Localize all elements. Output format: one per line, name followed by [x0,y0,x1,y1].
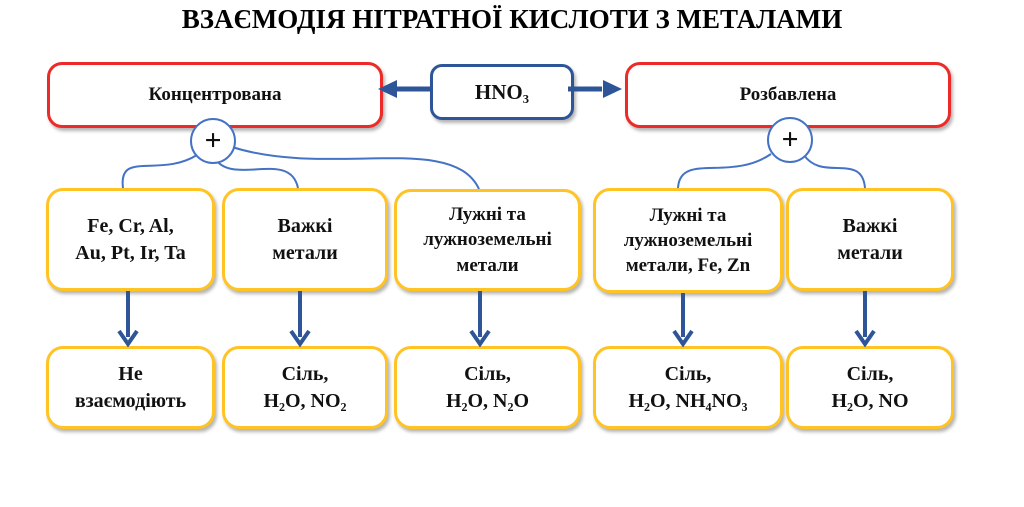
reaction-products-box: Сіль, H₂O, NO [786,346,954,429]
arrow-to-diluted [568,80,622,98]
down-arrow-0 [117,291,139,348]
plus-circle-diluted: + [767,117,813,163]
down-arrow-1 [289,291,311,348]
reaction-products-box: Сіль, H₂O, N₂O [394,346,581,429]
connector-concentrated-3 [231,146,480,190]
connector-concentrated-2 [215,159,299,189]
down-arrow-4 [854,291,876,348]
hno3-formula-box: HNO₃ [430,64,574,120]
connector-diluted-1 [677,153,772,189]
metal-group-box: Fe, Cr, Al, Au, Pt, Ir, Ta [46,188,215,291]
connector-concentrated-1 [121,154,198,189]
reaction-products-box: Сіль, H₂O, NH₄NO₃ [593,346,783,429]
plus-circle-concentrated: + [190,118,236,164]
metal-group-box: Лужні та лужноземельні метали, Fe, Zn [593,188,783,293]
concentrated-acid-box: Концентрована [47,62,383,128]
reaction-products-box: Не взаємодіють [46,346,215,429]
metal-group-box: Лужні та лужноземельні метали [394,189,581,291]
down-arrow-2 [469,291,491,348]
reaction-products-box: Сіль, H₂O, NO₂ [222,346,388,429]
metal-group-box: Важкі метали [222,188,388,291]
arrow-to-concentrated [378,80,430,98]
connector-diluted-2 [803,154,866,189]
down-arrow-3 [672,293,694,348]
diagram-title: ВЗАЄМОДІЯ НІТРАТНОЇ КИСЛОТИ З МЕТАЛАМИ [181,4,843,34]
metal-group-box: Важкі метали [786,188,954,291]
